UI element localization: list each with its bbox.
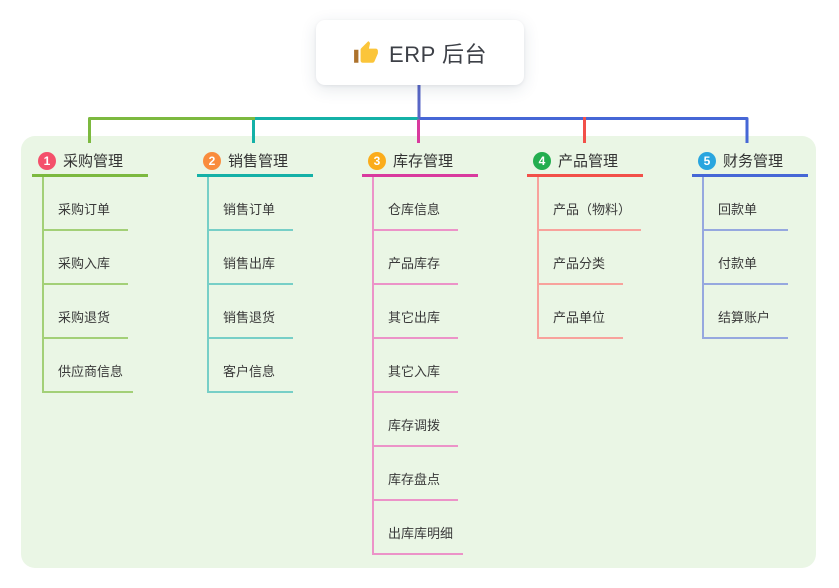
child-node-row: 产品分类 (539, 231, 677, 285)
branch-header: 1 采购管理 (32, 147, 148, 177)
thumb-hand (360, 40, 378, 63)
child-node-row: 付款单 (704, 231, 839, 285)
child-node-label: 产品单位 (539, 310, 623, 339)
thumb-cuff (354, 49, 359, 63)
branch-销售管理: 2 销售管理销售订单销售出库销售退货客户信息 (197, 147, 347, 393)
child-node-row: 采购入库 (44, 231, 182, 285)
root-node: ERP 后台 (316, 20, 524, 85)
child-node-row: 出库库明细 (374, 501, 512, 555)
child-node-label: 客户信息 (209, 364, 293, 393)
child-node-label: 采购入库 (44, 256, 128, 285)
branch-number-badge: 4 (533, 151, 551, 170)
child-node-row: 销售退货 (209, 285, 347, 339)
child-node-label: 产品库存 (374, 256, 458, 285)
child-node-row: 产品单位 (539, 285, 677, 339)
branch-children: 采购订单采购入库采购退货供应商信息 (42, 177, 182, 393)
root-node-title: ERP 后台 (389, 41, 487, 67)
child-node-row: 其它出库 (374, 285, 512, 339)
child-node-label: 产品分类 (539, 256, 623, 285)
child-node-row: 客户信息 (209, 339, 347, 393)
branch-children: 产品（物料） 产品分类产品单位 (537, 177, 677, 339)
child-node-label: 其它入库 (374, 364, 458, 393)
child-node-row: 库存调拨 (374, 393, 512, 447)
child-node-row: 回款单 (704, 177, 839, 231)
child-node-label: 出库库明细 (374, 526, 464, 555)
child-node-label: 结算账户 (704, 310, 788, 339)
child-node-label: 仓库信息 (374, 202, 458, 231)
branch-title: 库存管理 (393, 153, 454, 170)
branch-number-badge: 1 (38, 151, 56, 170)
branch-库存管理: 3 库存管理仓库信息产品库存其它出库其它入库库存调拨库存盘点出库库明细 (362, 147, 512, 555)
branch-title: 财务管理 (723, 153, 784, 170)
branch-产品管理: 4 产品管理产品（物料） 产品分类产品单位 (527, 147, 677, 339)
child-node-label: 回款单 (704, 202, 788, 231)
child-node-row: 结算账户 (704, 285, 839, 339)
thumbs-up-icon (354, 40, 378, 63)
child-node-label: 供应商信息 (44, 364, 134, 393)
branch-children: 销售订单销售出库销售退货客户信息 (207, 177, 347, 393)
child-node-row: 仓库信息 (374, 177, 512, 231)
child-node-label: 销售退货 (209, 310, 293, 339)
child-node-row: 采购订单 (44, 177, 182, 231)
child-node-label: 采购订单 (44, 202, 128, 231)
child-node-row: 产品（物料） (539, 177, 677, 231)
child-node-label: 库存调拨 (374, 418, 458, 447)
child-node-row: 采购退货 (44, 285, 182, 339)
branch-title: 产品管理 (558, 153, 619, 170)
child-node-label: 付款单 (704, 256, 788, 285)
branch-number-badge: 5 (698, 151, 716, 170)
child-node-row: 产品库存 (374, 231, 512, 285)
branch-number-badge: 2 (203, 151, 221, 170)
child-node-row: 供应商信息 (44, 339, 182, 393)
branch-children: 仓库信息产品库存其它出库其它入库库存调拨库存盘点出库库明细 (372, 177, 512, 555)
branch-header: 5 财务管理 (692, 147, 808, 177)
child-node-label: 库存盘点 (374, 472, 458, 501)
child-node-row: 销售订单 (209, 177, 347, 231)
branches-panel (21, 136, 816, 568)
branch-number-badge: 3 (368, 151, 386, 170)
child-node-label: 其它出库 (374, 310, 458, 339)
branch-header: 3 库存管理 (362, 147, 478, 177)
branch-采购管理: 1 采购管理采购订单采购入库采购退货供应商信息 (32, 147, 182, 393)
branch-children: 回款单付款单结算账户 (702, 177, 839, 339)
child-node-label: 销售订单 (209, 202, 293, 231)
branch-header: 4 产品管理 (527, 147, 643, 177)
branch-title: 销售管理 (228, 153, 289, 170)
child-node-label: 销售出库 (209, 256, 293, 285)
child-node-row: 其它入库 (374, 339, 512, 393)
branch-title: 采购管理 (63, 153, 124, 170)
branch-header: 2 销售管理 (197, 147, 313, 177)
child-node-label: 产品（物料） (539, 202, 642, 231)
child-node-label: 采购退货 (44, 310, 128, 339)
child-node-row: 库存盘点 (374, 447, 512, 501)
branch-财务管理: 5 财务管理回款单付款单结算账户 (692, 147, 839, 339)
child-node-row: 销售出库 (209, 231, 347, 285)
